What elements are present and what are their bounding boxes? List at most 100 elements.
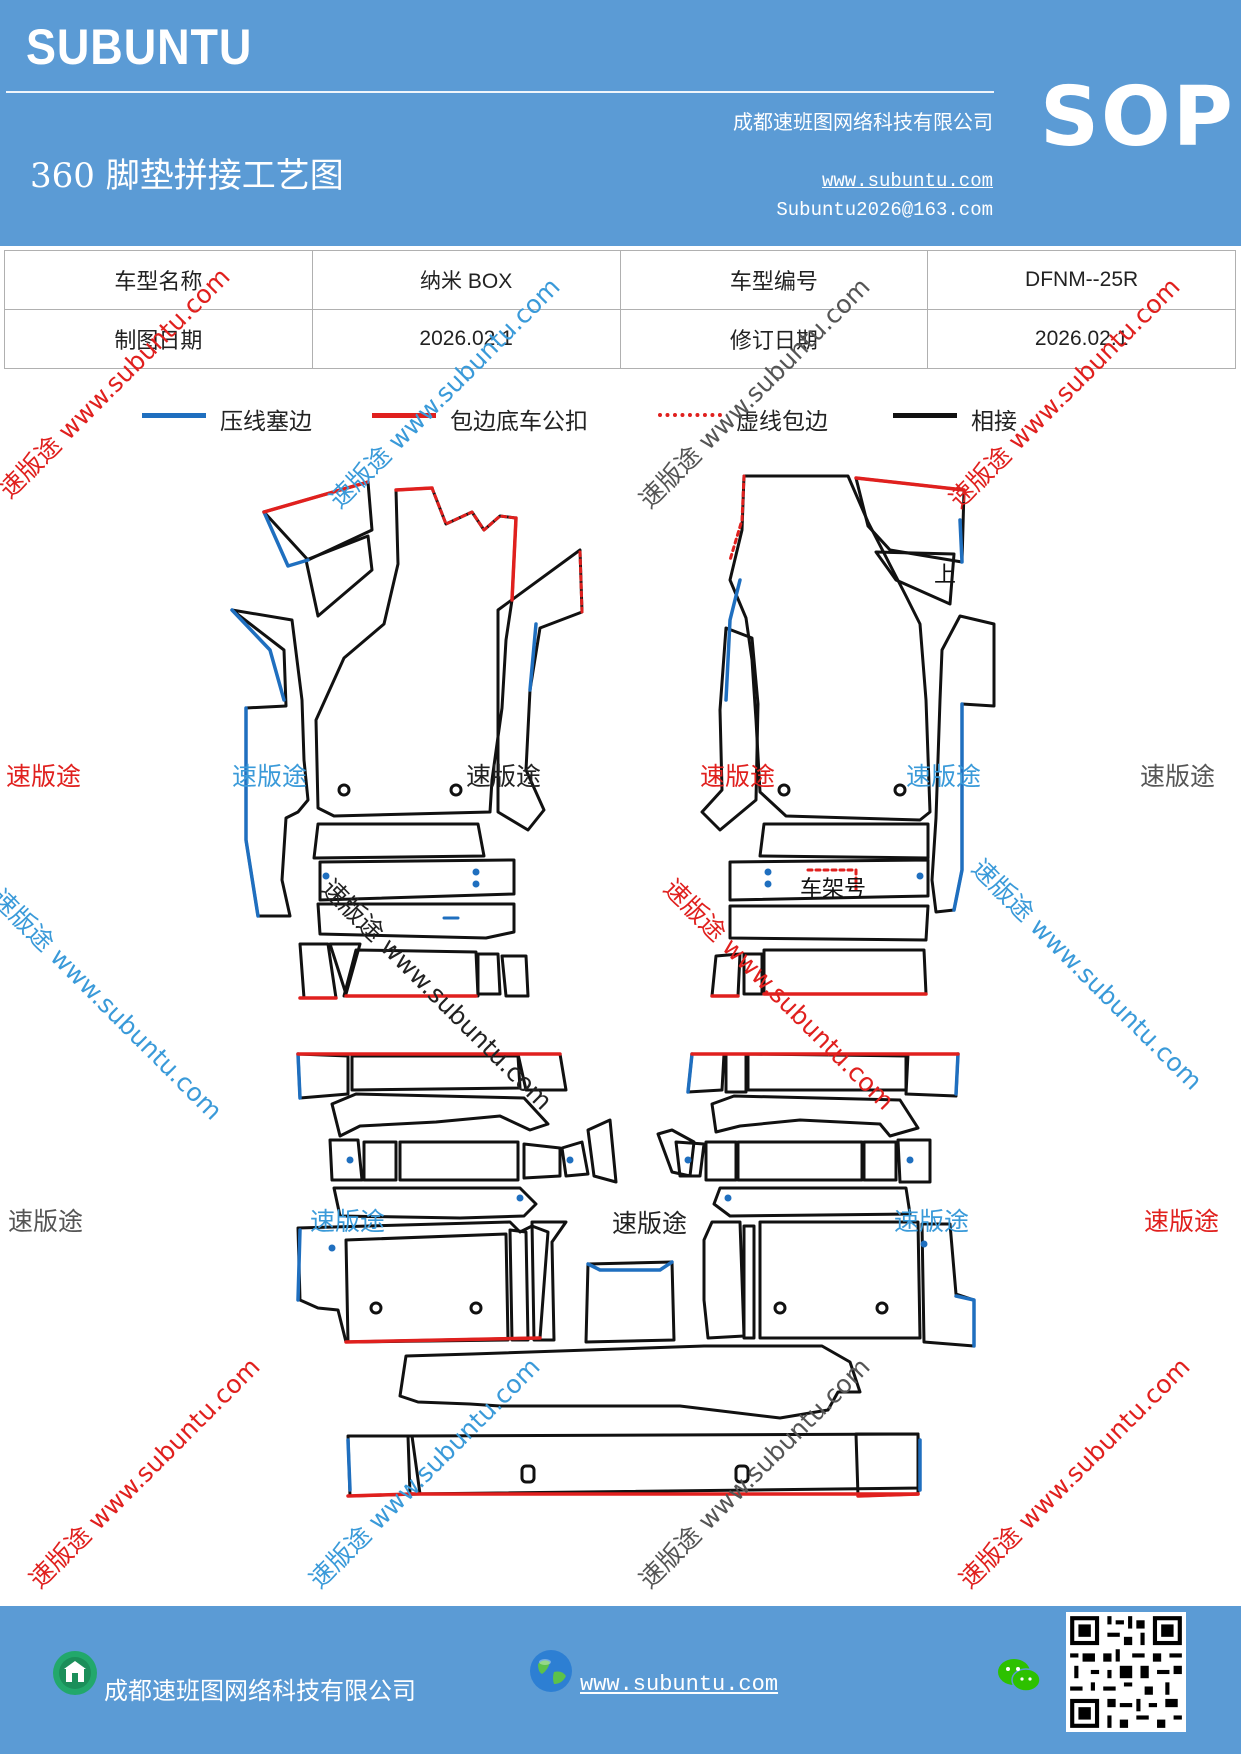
footer-company: 成都速班图网络科技有限公司 [104,1677,416,1705]
legend-swatch-black [893,413,957,418]
mat-piece [702,1220,746,1340]
legend-item-joined: 相接 [893,400,1053,440]
mat-piece [318,858,516,902]
mat-piece [904,1052,960,1098]
mat-piece [298,942,338,1000]
mat-piece [304,534,374,618]
mat-piece [742,1224,756,1340]
mat-piece [896,1138,932,1184]
mat-piece [742,952,764,996]
watermark: 速版途 [612,1209,688,1238]
mat-piece [656,1128,696,1178]
mat-piece [500,954,530,998]
sop-label: SOP [1040,70,1235,165]
mat-piece [674,1140,706,1178]
watermark: 速版途 [466,762,542,791]
legend-label: 相接 [971,409,1017,435]
mat-piece [342,948,480,998]
label-draw-date: 制图日期 [4,309,313,369]
label-model-code: 车型编号 [619,250,929,310]
header-banner: SUBUNTU 成都速班图网络科技有限公司 360 脚垫拼接工艺图 www.su… [0,0,1241,246]
building-icon [53,1651,97,1695]
mat-piece [530,1220,568,1342]
legend-swatch-red [372,413,436,418]
mat-piece [874,550,956,606]
mat-piece [728,474,932,822]
brand-logo-text: SUBUNTU [26,19,253,75]
mat-piece [522,1142,562,1180]
mat-piece [686,1052,726,1094]
header-divider [6,91,994,93]
globe-icon [530,1650,572,1692]
watermark: 速版途 [8,1207,84,1236]
mat-piece [316,902,516,940]
mat-piece [704,1140,738,1182]
header-company: 成都速班图网络科技有限公司 [733,110,993,134]
legend-swatch-red-dotted [658,413,722,417]
legend-swatch-blue [142,413,206,418]
mat-piece [330,1092,550,1138]
legend-item-dotted-edge: 虚线包边 [658,400,858,440]
mat-piece [736,1140,864,1182]
mat-piece [508,1228,530,1342]
mat-piece [758,822,930,860]
mat-piece [406,1432,922,1496]
label-revision-date: 修订日期 [619,309,929,369]
value-revision-date: 2026.02.1 [927,309,1236,369]
header-website-link[interactable]: www.subuntu.com [821,170,993,192]
footer-banner: 成都速班图网络科技有限公司 www.subuntu.com [0,1606,1241,1754]
table-row: 制图日期 2026.02.1 修订日期 2026.02.1 [4,309,1236,369]
legend-item-edge-buckle: 包边底车公扣 [372,400,612,440]
mat-piece [700,626,760,832]
legend-label: 包边底车公扣 [450,409,588,435]
mat-piece [350,1054,522,1092]
watermark: 速版途 [6,762,82,791]
qr-code [1066,1612,1186,1732]
mat-piece [560,1140,590,1178]
table-row: 车型名称 纳米 BOX 车型编号 DFNM--25R [4,250,1236,310]
watermark: 速版途 [310,1207,386,1236]
mat-piece [398,1140,520,1182]
watermark: 速版途 [700,762,776,791]
mat-piece [728,858,930,902]
mat-piece [332,1186,538,1220]
mat-piece [584,1260,676,1344]
watermark: 速版途 [232,762,308,791]
mat-piece [724,1052,748,1094]
mat-piece [312,822,486,860]
mat-piece [758,1220,922,1340]
wechat-icon[interactable] [996,1656,1042,1696]
mat-piece [230,608,310,918]
mat-piece [362,1140,398,1182]
footer-website-link[interactable]: www.subuntu.com [580,1672,779,1697]
watermark: 速版途 [906,762,982,791]
mat-piece [328,942,362,996]
mat-piece [398,1344,862,1420]
mat-piece [862,1140,898,1182]
watermark: 速版途 [894,1207,970,1236]
value-model-code: DFNM--25R [927,250,1236,310]
mat-piece [920,1222,976,1348]
legend-item-press-line: 压线塞边 [142,400,342,440]
page-title: 360 脚垫拼接工艺图 [30,156,344,196]
watermark: 速版途 [1140,762,1216,791]
mat-piece [710,1094,920,1138]
legend-label: 虚线包边 [736,409,828,435]
mat-piece [344,1232,510,1344]
floor-mat-diagram: 上 车架号 [230,474,996,1498]
label-up: 上 [934,563,956,588]
mat-piece [712,1186,912,1218]
mat-piece [328,1138,364,1182]
header-email[interactable]: Subuntu2026@163.com [776,199,993,221]
label-model-name: 车型名称 [4,250,313,310]
vehicle-info-table: 车型名称 纳米 BOX 车型编号 DFNM--25R 制图日期 2026.02.… [4,250,1236,369]
mat-piece [476,952,502,996]
mat-piece [930,614,996,914]
value-draw-date: 2026.02.1 [311,309,621,369]
mat-piece [586,1118,618,1184]
watermark: 速版途 [1144,1207,1220,1236]
value-model-name: 纳米 BOX [311,250,621,310]
legend-label: 压线塞边 [220,409,312,435]
mat-piece [296,1052,350,1100]
mat-piece [728,904,930,942]
